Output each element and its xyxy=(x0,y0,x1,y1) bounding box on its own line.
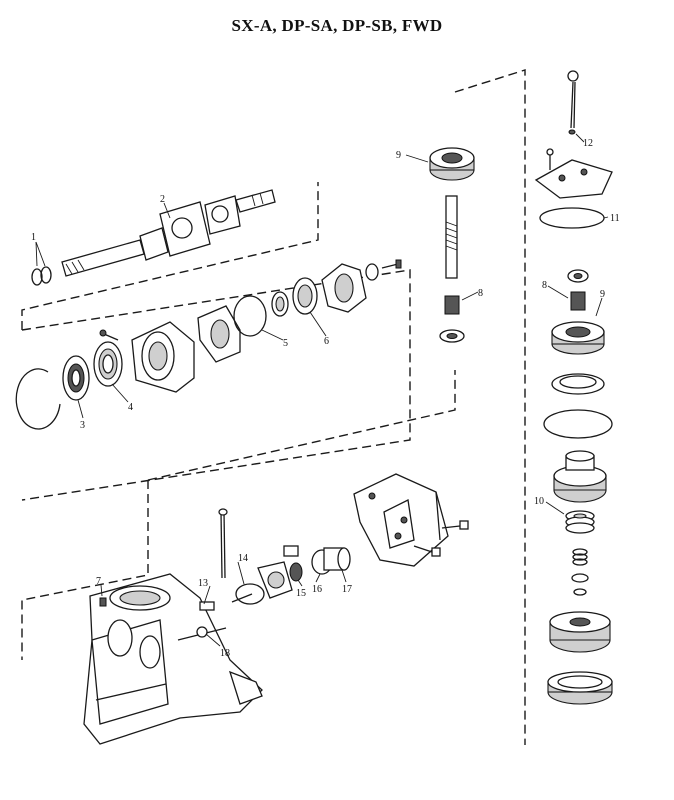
gear-9-right xyxy=(551,321,605,355)
bearing-4 xyxy=(93,341,123,387)
group-outlines xyxy=(21,69,526,745)
nut xyxy=(567,269,589,283)
bearing-race xyxy=(551,373,605,395)
callout-5: 5 xyxy=(283,338,288,349)
vertical-shaft xyxy=(445,195,458,279)
grease-fitting-7 xyxy=(99,597,107,607)
gimbal-housing xyxy=(99,321,195,393)
callout-9-right: 9 xyxy=(600,289,605,300)
callout-14: 14 xyxy=(238,553,248,564)
callout-labels: 1 2 3 4 5 6 7 8 8 9 9 10 11 12 13 14 15 … xyxy=(31,138,620,659)
bell-housing xyxy=(83,573,263,745)
leader-lines xyxy=(35,133,609,647)
retaining-ring xyxy=(15,368,61,430)
needle-bearing-8 xyxy=(444,295,460,315)
shim xyxy=(543,409,613,439)
small-spring xyxy=(571,548,589,596)
o-ring-5 xyxy=(233,295,267,337)
callout-7: 7 xyxy=(96,576,101,587)
gasket xyxy=(197,305,241,363)
callout-17: 17 xyxy=(342,584,352,595)
diagram-title: SX-A, DP-SA, DP-SB, FWD xyxy=(231,16,443,35)
bearing-cup xyxy=(547,671,613,705)
stud-bolt xyxy=(218,508,228,579)
callout-12: 12 xyxy=(583,138,593,149)
bolt-13 xyxy=(199,601,215,611)
vertical-gear-9 xyxy=(429,147,475,181)
shift-lever-14 xyxy=(235,545,299,605)
callout-10: 10 xyxy=(534,496,544,507)
gasket-11 xyxy=(539,207,605,229)
top-cover xyxy=(534,148,613,199)
needle-bearing-8-right xyxy=(570,291,586,311)
callout-8-shaft: 8 xyxy=(478,288,483,299)
o-ring-15 xyxy=(289,562,303,582)
callout-8-right: 8 xyxy=(542,280,547,291)
callout-11: 11 xyxy=(610,213,620,224)
snap-rings-1 xyxy=(31,266,52,286)
bearing-carrier xyxy=(321,259,402,313)
callout-1: 1 xyxy=(31,232,36,243)
callout-13: 13 xyxy=(198,578,208,589)
bearing-6 xyxy=(292,277,318,315)
callout-16: 16 xyxy=(312,584,322,595)
bushing xyxy=(271,291,289,317)
callout-3: 3 xyxy=(80,420,85,431)
callout-9-shaft: 9 xyxy=(396,150,401,161)
seal-3 xyxy=(62,355,90,401)
callout-4: 4 xyxy=(128,402,133,413)
callout-6: 6 xyxy=(324,336,329,347)
drive-shaft-2 xyxy=(61,189,276,277)
bevel-gear xyxy=(549,611,611,653)
bolt-18 xyxy=(196,593,253,638)
callout-18: 18 xyxy=(220,648,230,659)
spring-10 xyxy=(565,510,595,534)
washer xyxy=(439,329,465,343)
callout-15: 15 xyxy=(296,588,306,599)
mounting-bracket xyxy=(353,473,469,567)
clutch-gear xyxy=(553,450,607,503)
callout-2: 2 xyxy=(160,194,165,205)
shift-rod-12 xyxy=(567,70,579,135)
shift-shaft-16-17 xyxy=(311,547,351,575)
